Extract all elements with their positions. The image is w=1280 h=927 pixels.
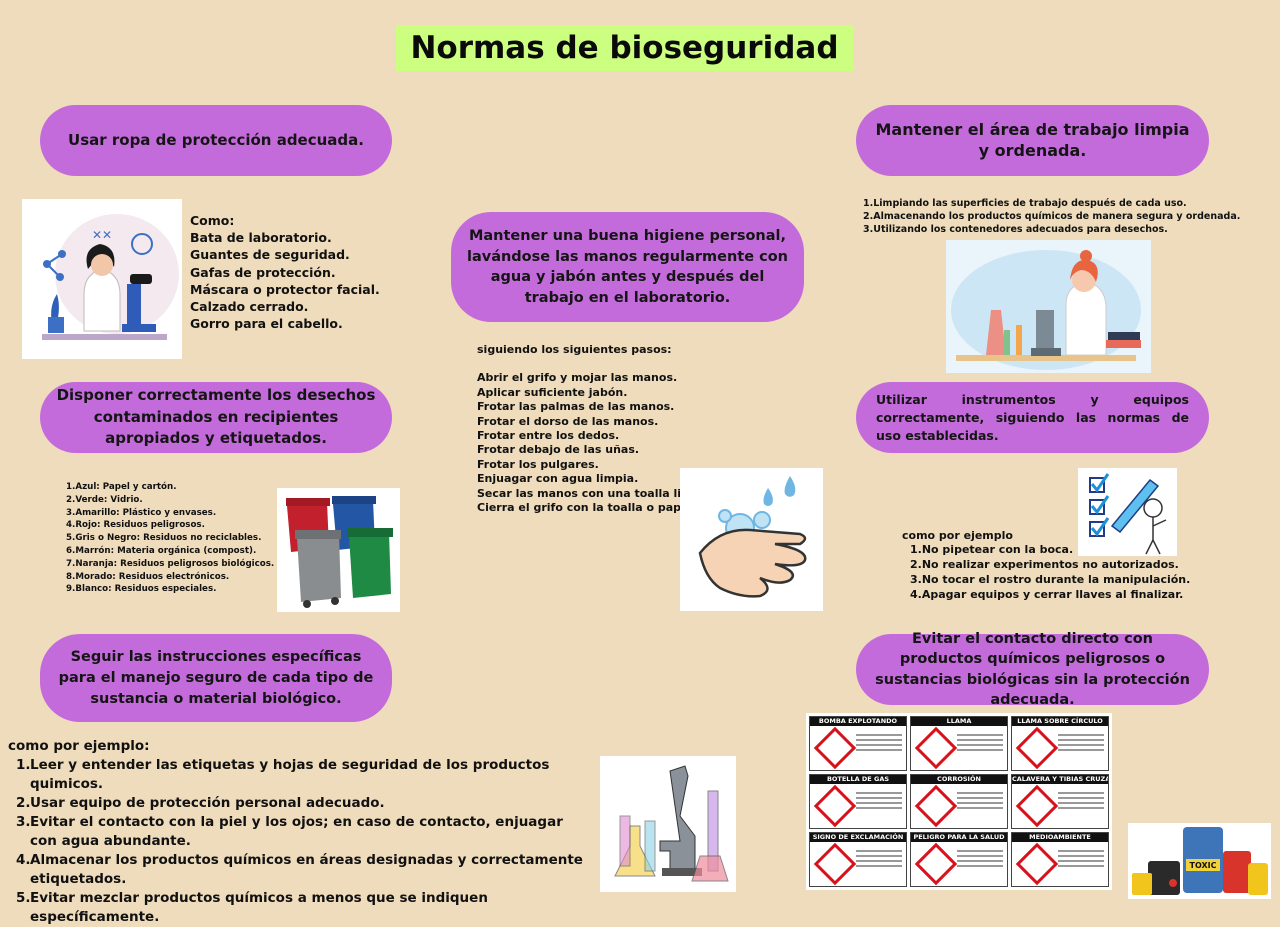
heading-area: Mantener el área de trabajo limpia y ord… — [856, 105, 1209, 176]
ghs-label: MEDIOAMBIENTE — [1012, 833, 1108, 842]
list-item: 1.No pipetear con la boca. — [910, 543, 1074, 556]
page-title: Normas de bioseguridad — [396, 25, 853, 71]
ropa-intro: Como: — [190, 213, 235, 228]
list-item: 7.Naranja: Residuos peligrosos biológico… — [66, 558, 275, 569]
list-item: 5.Evitar mezclar productos químicos a me… — [16, 890, 488, 925]
ghs-environment-pictogram: MEDIOAMBIENTE — [1011, 832, 1109, 887]
list-item: 5.Gris o Negro: Residuos no reciclables. — [66, 533, 262, 544]
list-item: 1.Leer y entender las etiquetas y hojas … — [16, 757, 550, 792]
list-item: Bata de laboratorio. — [190, 230, 332, 246]
ghs-label: CORROSIÓN — [911, 775, 1007, 784]
list-item: 8.Morado: Residuos electrónicos. — [66, 571, 230, 582]
list-item: Abrir el grifo y mojar las manos. — [477, 371, 678, 385]
ghs-oxidizer-pictogram: LLAMA SOBRE CÍRCULO — [1011, 716, 1109, 771]
higiene-intro: siguiendo los siguientes pasos: — [477, 343, 672, 356]
lab-worker-illustration — [946, 240, 1151, 373]
barrel-label: TOXIC — [1190, 861, 1217, 870]
ghs-label: CALAVERA Y TIBIAS CRUZADAS — [1012, 775, 1108, 784]
list-item: 2.Verde: Vidrio. — [66, 494, 143, 505]
area-list: 1.Limpiando las superficies de trabajo d… — [863, 197, 1240, 236]
list-item: Cierra el grifo con la toalla o papel. — [477, 501, 697, 515]
list-item: 3.No tocar el rostro durante la manipula… — [910, 573, 1191, 586]
svg-text:✕✕: ✕✕ — [92, 228, 112, 242]
heading-desechos: Disponer correctamente los desechos cont… — [40, 382, 392, 453]
list-item: Frotar entre los dedos. — [477, 429, 620, 443]
ropa-list: Como: Bata de laboratorio. Guantes de se… — [190, 212, 380, 332]
ghs-exclamation-pictogram: SIGNO DE EXCLAMACIÓN — [809, 832, 907, 887]
ghs-explosive-pictogram: BOMBA EXPLOTANDO — [809, 716, 907, 771]
ghs-label: PELIGRO PARA LA SALUD — [911, 833, 1007, 842]
ghs-grid: BOMBA EXPLOTANDO LLAMA LLAMA SOBRE CÍRCU… — [806, 713, 1112, 890]
instrumentos-intro: como por ejemplo — [902, 529, 1013, 542]
list-item: 3.Amarillo: Plástico y envases. — [66, 507, 217, 518]
heading-ropa: Usar ropa de protección adecuada. — [40, 105, 392, 176]
list-item: Calzado cerrado. — [190, 299, 309, 315]
heading-instrumentos-text: Utilizar instrumentos y equipos correcta… — [876, 391, 1189, 443]
heading-higiene: Mantener una buena higiene personal, lav… — [451, 212, 804, 322]
recycling-bins-illustration — [277, 488, 400, 612]
list-item: Frotar el dorso de las manos. — [477, 414, 659, 428]
scientist-microscope-illustration: ✕✕ — [22, 199, 182, 359]
ghs-label: BOTELLA DE GAS — [810, 775, 906, 784]
list-item: 4.Apagar equipos y cerrar llaves al fina… — [910, 588, 1184, 601]
list-item: Frotar los pulgares. — [477, 457, 599, 471]
instrumentos-list: 1.No pipetear con la boca. 2.No realizar… — [910, 542, 1190, 602]
ghs-skull-pictogram: CALAVERA Y TIBIAS CRUZADAS — [1011, 774, 1109, 829]
ghs-pictograms-chart: BOMBA EXPLOTANDO LLAMA LLAMA SOBRE CÍRCU… — [806, 713, 1112, 890]
ghs-label: LLAMA SOBRE CÍRCULO — [1012, 717, 1108, 726]
instrucciones-list: 1.Leer y entender las etiquetas y hojas … — [16, 756, 591, 927]
list-item: 4.Almacenar los productos químicos en ár… — [16, 852, 583, 887]
list-item: Gafas de protección. — [190, 264, 336, 280]
list-item: Gorro para el cabello. — [190, 316, 343, 332]
list-item: Frotar las palmas de las manos. — [477, 400, 675, 414]
list-item: 2.Almacenando los productos químicos de … — [863, 211, 1241, 222]
toxic-barrels-illustration: TOXIC — [1128, 823, 1271, 899]
list-item: 3.Evitar el contacto con la piel y los o… — [16, 814, 563, 849]
ghs-label: SIGNO DE EXCLAMACIÓN — [810, 833, 906, 842]
heading-instrumentos: Utilizar instrumentos y equipos correcta… — [856, 382, 1209, 453]
list-item: 3.Utilizando los contenedores adecuados … — [863, 224, 1168, 235]
list-item: 9.Blanco: Residuos especiales. — [66, 584, 217, 595]
handwashing-illustration — [680, 468, 823, 611]
list-item: 1.Azul: Papel y cartón. — [66, 482, 177, 492]
desechos-list: 1.Azul: Papel y cartón. 2.Verde: Vidrio.… — [66, 481, 274, 596]
list-item: Enjuagar con agua limpia. — [477, 472, 639, 486]
list-item: Frotar debajo de las uñas. — [477, 443, 640, 457]
ghs-health-hazard-pictogram: PELIGRO PARA LA SALUD — [910, 832, 1008, 887]
list-item: 2.Usar equipo de protección personal ade… — [16, 795, 385, 811]
list-item: 4.Rojo: Residuos peligrosos. — [66, 520, 205, 531]
list-item: 6.Marrón: Materia orgánica (compost). — [66, 545, 257, 556]
list-item: Máscara o protector facial. — [190, 281, 380, 297]
heading-instrucciones: Seguir las instrucciones específicas par… — [40, 634, 392, 722]
heading-contacto: Evitar el contacto directo con productos… — [856, 631, 1209, 708]
list-item: Aplicar suficiente jabón. — [477, 385, 628, 399]
ghs-corrosion-pictogram: CORROSIÓN — [910, 774, 1008, 829]
ghs-gas-cylinder-pictogram: BOTELLA DE GAS — [809, 774, 907, 829]
list-item: Guantes de seguridad. — [190, 247, 350, 263]
ghs-label: LLAMA — [911, 717, 1007, 726]
lab-glassware-illustration — [600, 756, 736, 892]
instrucciones-intro: como por ejemplo: — [8, 738, 150, 754]
checklist-pencil-illustration — [1078, 468, 1177, 556]
higiene-steps: siguiendo los siguientes pasos: Abrir el… — [477, 343, 755, 515]
ghs-label: BOMBA EXPLOTANDO — [810, 717, 906, 726]
list-item: 1.Limpiando las superficies de trabajo d… — [863, 198, 1187, 209]
ghs-flame-pictogram: LLAMA — [910, 716, 1008, 771]
list-item: 2.No realizar experimentos no autorizado… — [910, 558, 1179, 571]
